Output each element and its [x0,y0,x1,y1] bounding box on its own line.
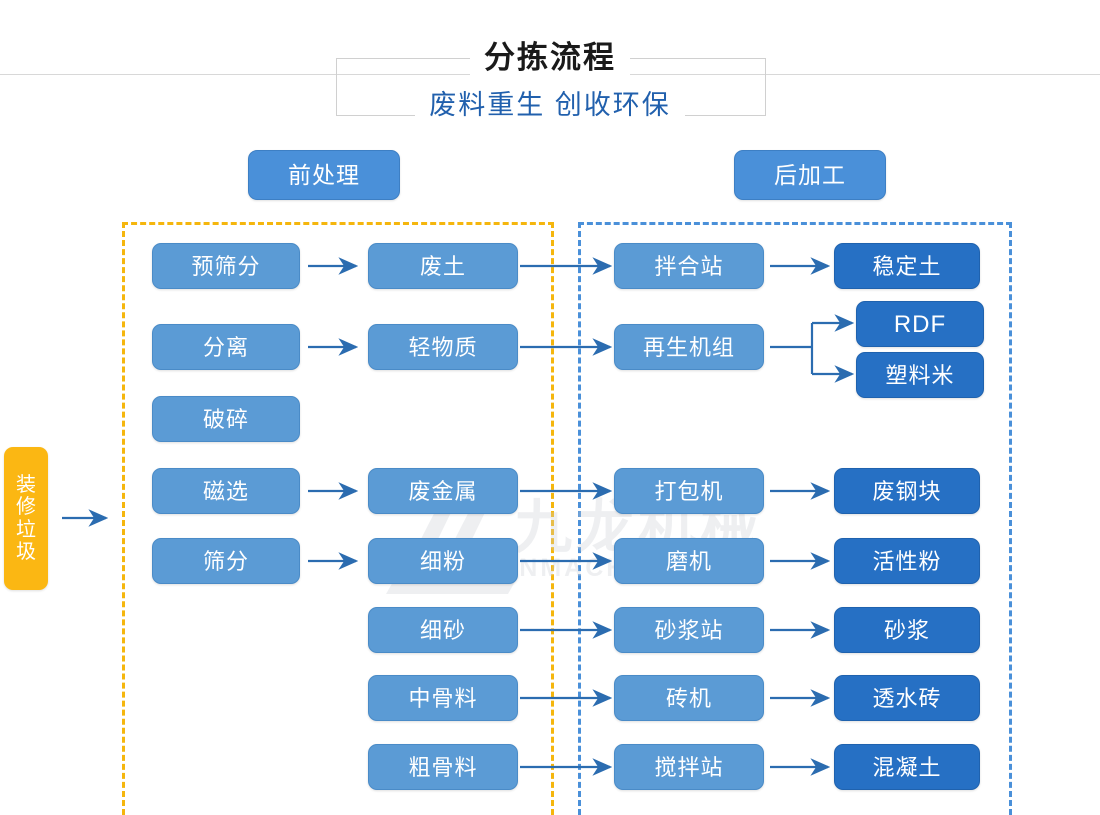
node-product-plastic-pellets[interactable]: 塑料米 [856,352,984,398]
node-material-scrap-metal[interactable]: 废金属 [368,468,518,514]
node-equipment-concrete-station[interactable]: 搅拌站 [614,744,764,790]
node-material-waste-soil[interactable]: 废土 [368,243,518,289]
node-product-active-powder[interactable]: 活性粉 [834,538,980,584]
node-material-fine-sand[interactable]: 细砂 [368,607,518,653]
page-subtitle-text: 废料重生 创收环保 [415,84,685,126]
node-product-scrap-steel-block[interactable]: 废钢块 [834,468,980,514]
node-product-permeable-brick[interactable]: 透水砖 [834,675,980,721]
page-title-text: 分拣流程 [470,36,630,80]
node-equipment-grinder[interactable]: 磨机 [614,538,764,584]
group-frame-pretreatment [122,222,554,815]
section-pill-pretreatment[interactable]: 前处理 [248,150,400,200]
node-material-light-material[interactable]: 轻物质 [368,324,518,370]
node-input-label: 装修垃圾 [16,473,36,563]
node-product-stabilized-soil[interactable]: 稳定土 [834,243,980,289]
node-material-medium-aggregate[interactable]: 中骨料 [368,675,518,721]
node-material-fine-powder[interactable]: 细粉 [368,538,518,584]
node-material-coarse-aggregate[interactable]: 粗骨料 [368,744,518,790]
node-product-rdf[interactable]: RDF [856,301,984,347]
node-input-renovation-waste[interactable]: 装修垃圾 [4,447,48,590]
node-equipment-brick-machine[interactable]: 砖机 [614,675,764,721]
group-frame-postprocess [578,222,1012,815]
node-product-mortar[interactable]: 砂浆 [834,607,980,653]
node-process-magnetic-separation[interactable]: 磁选 [152,468,300,514]
node-process-pre-screening[interactable]: 预筛分 [152,243,300,289]
node-equipment-mixing-station[interactable]: 拌合站 [614,243,764,289]
node-equipment-recycling-unit[interactable]: 再生机组 [614,324,764,370]
node-product-concrete[interactable]: 混凝土 [834,744,980,790]
node-equipment-baler[interactable]: 打包机 [614,468,764,514]
page-title: 分拣流程 [0,36,1100,80]
node-process-screening[interactable]: 筛分 [152,538,300,584]
node-equipment-mortar-station[interactable]: 砂浆站 [614,607,764,653]
page-subtitle: 废料重生 创收环保 [0,84,1100,126]
node-process-crushing[interactable]: 破碎 [152,396,300,442]
node-process-separation[interactable]: 分离 [152,324,300,370]
section-pill-postprocess[interactable]: 后加工 [734,150,886,200]
